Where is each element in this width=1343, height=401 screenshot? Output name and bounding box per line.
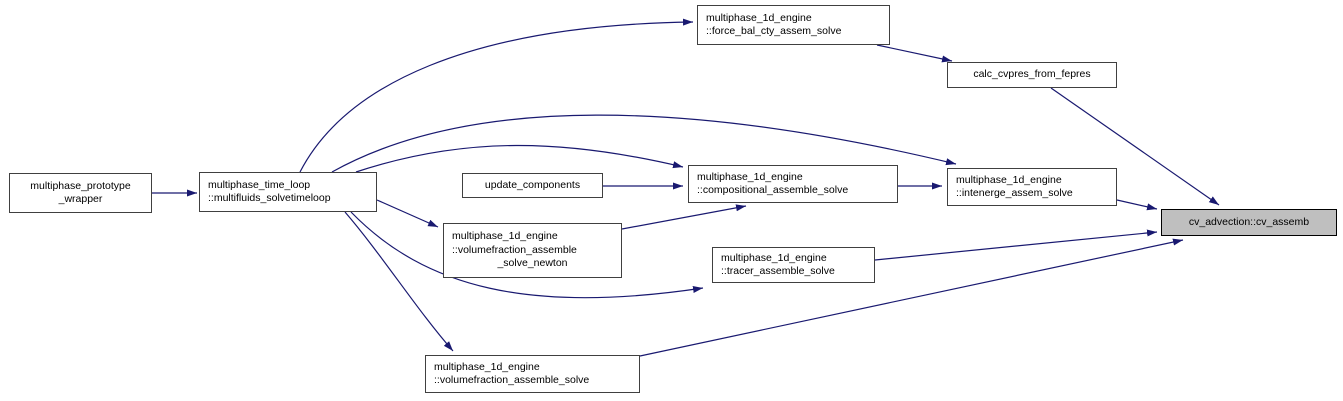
edge-timeloop-to-tracer bbox=[350, 211, 704, 299]
node-label-line: multiphase_1d_engine bbox=[452, 230, 558, 243]
node-intenerge-assem-solve[interactable]: multiphase_1d_engine ::intenerge_assem_s… bbox=[947, 168, 1117, 206]
edge-timeloop-to-volumefraction-solve bbox=[344, 211, 454, 352]
node-label-line: ::intenerge_assem_solve bbox=[956, 187, 1073, 199]
node-label-line: multiphase_1d_engine bbox=[697, 170, 803, 183]
node-label-line: _wrapper bbox=[58, 193, 103, 205]
node-volumefraction-assemble-solve[interactable]: multiphase_1d_engine ::volumefraction_as… bbox=[425, 355, 640, 393]
node-multiphase-prototype-wrapper[interactable]: multiphase_prototype _wrapper bbox=[9, 173, 152, 213]
node-label-line: update_components bbox=[484, 178, 581, 191]
node-label-line: multiphase_prototype bbox=[30, 179, 131, 192]
node-label-line: cv_advection::cv_assemb bbox=[1188, 215, 1310, 228]
edge-volumefraction-solve-to-cv-assemb bbox=[639, 238, 1184, 357]
node-volumefraction-assemble-solve-newton[interactable]: multiphase_1d_engine ::volumefraction_as… bbox=[443, 223, 622, 278]
node-label-line: multiphase_time_loop bbox=[208, 178, 311, 191]
node-compositional-assemble-solve[interactable]: multiphase_1d_engine ::compositional_ass… bbox=[688, 165, 898, 203]
node-label-line: calc_cvpres_from_fepres bbox=[973, 68, 1091, 81]
node-label-line: multiphase_1d_engine bbox=[434, 360, 540, 373]
node-label-line: multiphase_1d_engine bbox=[721, 251, 827, 264]
node-update-components[interactable]: update_components bbox=[462, 173, 603, 198]
node-label-line: ::tracer_assemble_solve bbox=[721, 265, 835, 277]
edge-tracer-to-cv-assemb bbox=[874, 229, 1158, 261]
node-multifluids-solvetimeloop[interactable]: multiphase_time_loop ::multifluids_solve… bbox=[199, 172, 377, 212]
node-cv-advection-cv-assemb: cv_advection::cv_assemb bbox=[1161, 209, 1337, 236]
node-label-line: ::volumefraction_assemble bbox=[452, 243, 577, 256]
node-label-line: ::compositional_assemble_solve bbox=[697, 184, 849, 196]
edge-calc-cvpres-to-cv-assemb bbox=[1050, 87, 1220, 206]
edge-timeloop-to-intenerge bbox=[331, 114, 957, 173]
node-calc-cvpres-from-fepres[interactable]: calc_cvpres_from_fepres bbox=[947, 62, 1117, 88]
node-label-line: ::multifluids_solvetimeloop bbox=[208, 192, 331, 204]
node-force-bal-cty-assem-solve[interactable]: multiphase_1d_engine ::force_bal_cty_ass… bbox=[697, 5, 890, 45]
node-label-line: multiphase_1d_engine bbox=[706, 11, 812, 24]
node-tracer-assemble-solve[interactable]: multiphase_1d_engine ::tracer_assemble_s… bbox=[712, 247, 875, 283]
node-label-line: _solve_newton bbox=[497, 257, 568, 270]
edge-force-bal-to-calc-cvpres bbox=[876, 44, 953, 63]
node-label-line: ::force_bal_cty_assem_solve bbox=[706, 25, 842, 37]
edge-intenerge-to-cv-assemb bbox=[1116, 199, 1158, 211]
edge-timeloop-to-force-bal bbox=[299, 18, 694, 173]
edge-volumefraction-newton-to-compositional bbox=[621, 204, 747, 230]
node-label-line: ::volumefraction_assemble_solve bbox=[434, 374, 590, 386]
node-label-line: multiphase_1d_engine bbox=[956, 173, 1062, 186]
edge-timeloop-to-compositional bbox=[355, 144, 684, 173]
edge-timeloop-to-volumefraction-newton bbox=[376, 199, 439, 228]
